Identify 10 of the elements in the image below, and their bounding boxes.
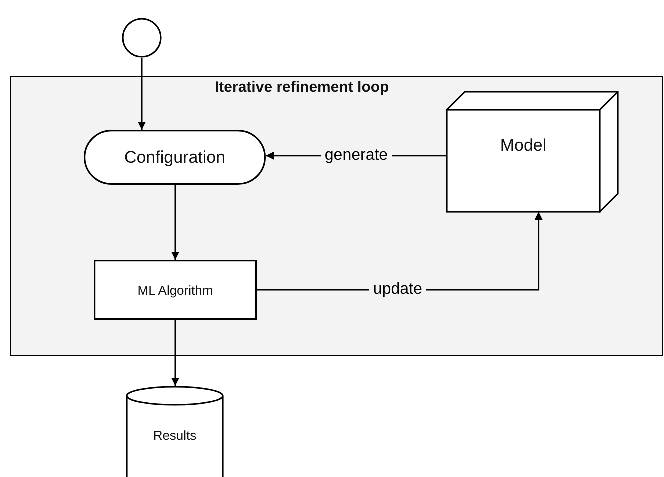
node-label: Results: [153, 428, 197, 443]
arrow: [138, 58, 146, 130]
edge-label: generate: [320, 146, 392, 165]
node-label: Model: [500, 136, 547, 156]
arrow: [172, 320, 180, 386]
node-label: ML Algorithm: [138, 282, 214, 298]
edge-label: update: [369, 281, 426, 299]
node-label: Configuration: [124, 148, 226, 168]
group-title: Iterative refinement loop: [215, 79, 390, 96]
arrow: [172, 185, 180, 260]
